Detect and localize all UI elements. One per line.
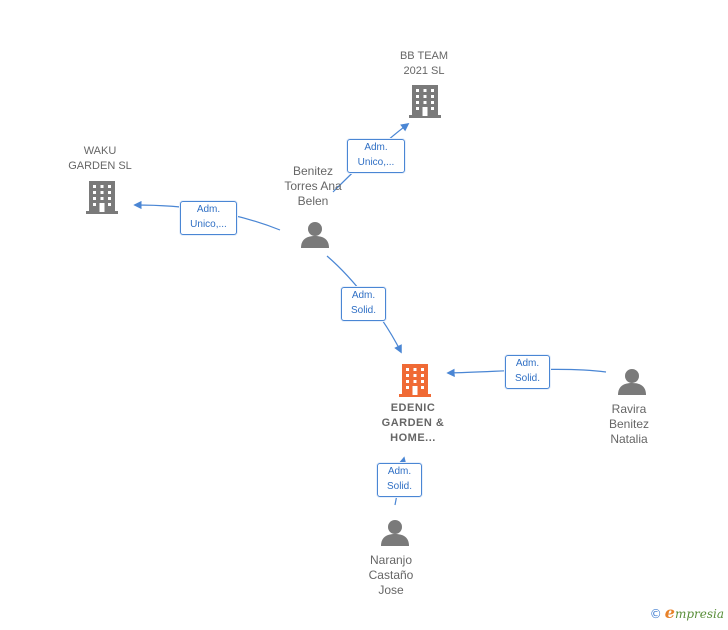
copyright-icon: © <box>649 607 662 621</box>
node-label-naranjo[interactable]: Naranjo Castaño Jose <box>368 553 414 597</box>
brand-name: mpresia <box>674 607 724 621</box>
building-icon[interactable] <box>86 181 118 214</box>
person-icon[interactable] <box>618 369 646 395</box>
node-label-edenic[interactable]: EDENIC GARDEN & HOME... <box>381 402 445 444</box>
node-label-benitez-torres[interactable]: Benitez Torres Ana Belen <box>284 164 342 208</box>
brand-logo: ©empresia <box>650 603 724 622</box>
relation-badge[interactable]: Adm. Solid. <box>341 287 386 321</box>
building-icon-focus[interactable] <box>399 364 431 397</box>
relation-badge[interactable]: Adm. Solid. <box>377 463 422 497</box>
node-label-bb-team[interactable]: BB TEAM 2021 SL <box>399 50 449 77</box>
relation-badge[interactable]: Adm. Unico,... <box>180 201 237 235</box>
node-label-waku[interactable]: WAKU GARDEN SL <box>68 145 132 172</box>
person-icon[interactable] <box>381 520 409 546</box>
relation-badge[interactable]: Adm. Unico,... <box>347 139 405 173</box>
node-label-ravira[interactable]: Ravira Benitez Natalia <box>608 402 650 446</box>
relation-badge[interactable]: Adm. Solid. <box>505 355 550 389</box>
person-icon[interactable] <box>301 222 329 248</box>
brand-initial: e <box>664 603 675 622</box>
building-icon[interactable] <box>409 85 441 118</box>
